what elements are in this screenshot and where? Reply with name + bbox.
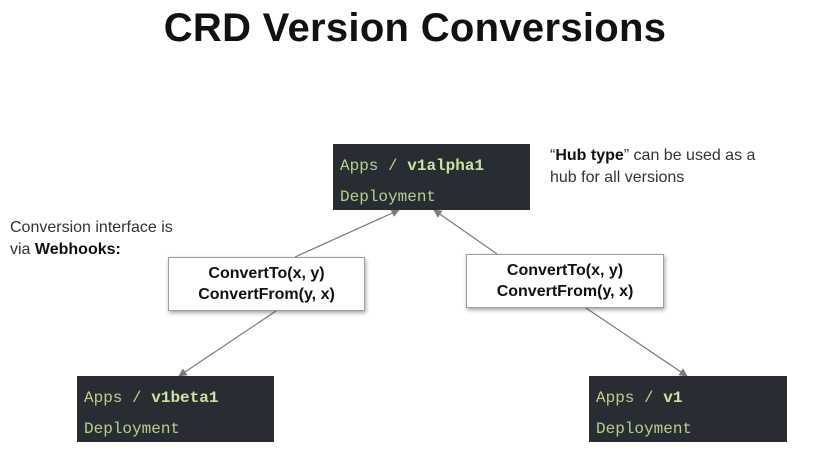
arrow-left-up — [294, 209, 400, 258]
open-quote: “ — [550, 147, 556, 164]
v1beta1-version-box: Apps / v1beta1 Deployment — [77, 376, 274, 442]
v1-version-line: Apps / v1 — [596, 383, 787, 414]
version-label: v1alpha1 — [407, 157, 485, 175]
webhook-note-prefix: via — [10, 241, 35, 258]
kind-label: Deployment — [84, 420, 181, 438]
hub-version-line: Apps / v1alpha1 — [340, 151, 530, 182]
version-label: v1beta1 — [151, 389, 219, 407]
webhook-note: Conversion interface is via Webhooks: — [10, 217, 220, 261]
separator: / — [388, 157, 398, 175]
webhooks-emphasis: Webhooks: — [34, 241, 121, 258]
hub-note-rest: can be used as a — [629, 147, 756, 164]
separator: / — [132, 389, 142, 407]
right-conversion-box: ConvertTo(x, y) ConvertFrom(y, x) — [466, 254, 664, 308]
page-title: CRD Version Conversions — [163, 6, 667, 50]
hub-version-box: Apps / v1alpha1 Deployment — [333, 144, 530, 210]
arrow-right-up — [433, 209, 498, 255]
convert-from-label: ConvertFrom(y, x) — [198, 286, 335, 303]
separator: / — [644, 389, 654, 407]
hub-type-note: “Hub type” can be used as a hub for all … — [550, 145, 825, 189]
v1beta1-version-line: Apps / v1beta1 — [84, 383, 274, 414]
group-label: Apps — [340, 157, 379, 175]
arrow-left-down — [178, 310, 277, 377]
v1-version-box: Apps / v1 Deployment — [589, 376, 787, 442]
convert-to-label: ConvertTo(x, y) — [208, 265, 325, 282]
hub-type-emphasis: Hub type — [555, 147, 624, 164]
hub-note-line1: “Hub type” can be used as a — [550, 145, 825, 167]
webhook-note-line2: via Webhooks: — [10, 239, 220, 261]
group-label: Apps — [84, 389, 123, 407]
arrow-right-down — [582, 305, 688, 377]
convert-to-label: ConvertTo(x, y) — [506, 262, 624, 279]
close-quote: ” — [623, 147, 630, 164]
kind-label: Deployment — [596, 420, 693, 438]
webhook-note-line1: Conversion interface is — [10, 219, 173, 236]
convert-from-label: ConvertFrom(y, x) — [496, 283, 634, 300]
hub-note-line2: hub for all versions — [550, 169, 685, 186]
kind-label: Deployment — [340, 188, 437, 206]
version-label: v1 — [663, 389, 683, 407]
left-conversion-box: ConvertTo(x, y) ConvertFrom(y, x) — [168, 257, 365, 311]
group-label: Apps — [596, 389, 635, 407]
